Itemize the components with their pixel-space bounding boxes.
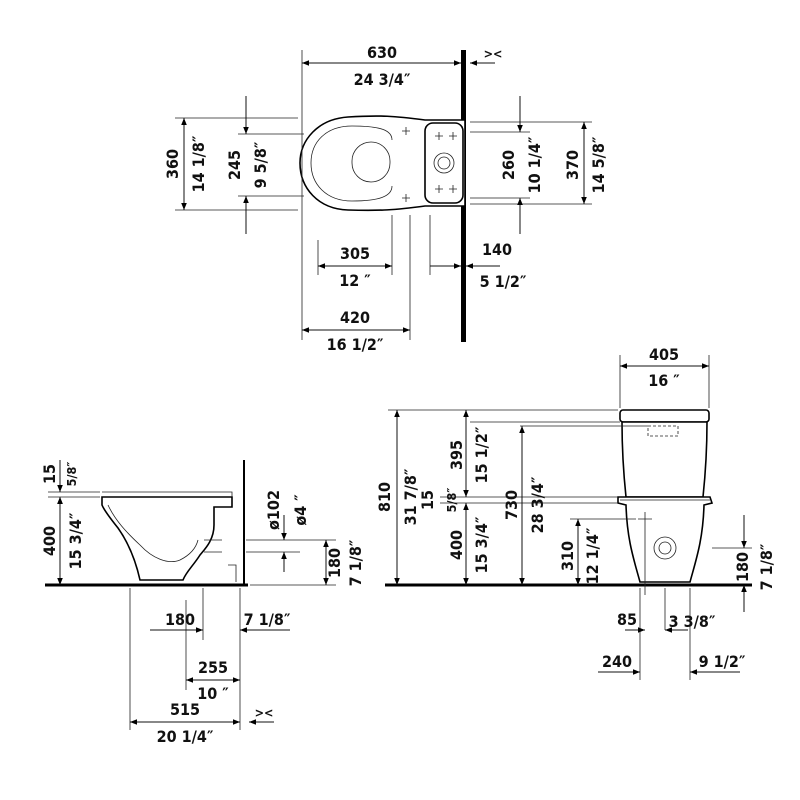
front-tank-height-mm: 395 <box>447 440 466 470</box>
side-bowl <box>101 496 233 581</box>
front-seat-height-mm: 400 <box>447 530 466 560</box>
front-outlet-inner <box>658 541 672 555</box>
top-view-fixing-marks <box>402 127 457 202</box>
front-rim-mm: 15 <box>418 490 437 510</box>
front-bowl <box>617 496 714 583</box>
side-outlet-height-mm: 180 <box>325 548 344 578</box>
side-rim-mm: 15 <box>40 464 59 484</box>
side-outlet-height-in: 7 1/8″ <box>346 539 365 586</box>
side-fix-wall-in: 10 ″ <box>197 684 229 703</box>
side-bowl-inner <box>107 504 199 562</box>
top-width-in: 24 3/4″ <box>354 70 411 89</box>
front-half-in: 3 3/8″ <box>669 612 716 631</box>
top-right-inner-mm: 260 <box>499 150 518 180</box>
top-center-mm: 305 <box>340 244 370 263</box>
front-outlet-height-in: 7 1/8″ <box>757 543 776 590</box>
side-height-mm: 400 <box>40 526 59 556</box>
side-extension-lines <box>48 491 336 730</box>
front-total-height-mm: 810 <box>375 482 394 512</box>
front-fix-height-in: 12 1/4″ <box>583 527 602 584</box>
top-fix-mm: 420 <box>340 308 370 327</box>
top-view: 630 24 3/4″ >< 360 14 1/8″ 245 9 5/8″ 26… <box>163 43 608 354</box>
top-gap-symbol: >< <box>484 46 503 61</box>
top-seat-in: 9 5/8″ <box>251 141 270 188</box>
front-outlet-height-mm: 180 <box>733 552 752 582</box>
front-extension-lines <box>388 355 752 680</box>
top-fix-in: 16 1/2″ <box>327 335 384 354</box>
top-view-bowl <box>299 115 466 212</box>
top-right-outer-mm: 370 <box>563 150 582 180</box>
top-seat-mm: 245 <box>225 150 244 180</box>
top-view-flush-button <box>433 152 455 174</box>
front-tank-height-in: 15 1/2″ <box>472 426 491 483</box>
front-seat-height-in: 15 3/4″ <box>472 516 491 573</box>
front-half-mm: 85 <box>617 610 637 629</box>
top-right-outer-in: 14 5/8″ <box>589 136 608 193</box>
side-fix-wall-mm: 255 <box>198 658 228 677</box>
side-view: 15 5/8″ 400 15 3/4″ ø102 ø4 ″ 180 7 1/8″… <box>40 460 365 746</box>
front-button-height-in: 28 3/4″ <box>528 476 547 533</box>
top-right-inner-in: 10 1/4″ <box>525 136 544 193</box>
side-fix-detail <box>228 564 237 582</box>
top-center-in: 12 ″ <box>339 271 371 290</box>
side-total-depth-in: 20 1/4″ <box>157 727 214 746</box>
side-height-in: 15 3/4″ <box>66 512 85 569</box>
front-tank-width-mm: 405 <box>649 345 679 364</box>
front-spacing-mm: 240 <box>602 652 632 671</box>
front-tank-lid <box>619 409 710 423</box>
front-tank <box>621 421 708 498</box>
side-outlet-wall-mm: 180 <box>165 610 195 629</box>
top-wall-gap-mm: 140 <box>482 240 512 259</box>
front-outlet <box>653 536 677 560</box>
front-view: 405 16 ″ 810 31 7/8″ 395 15 1/2″ 400 15 … <box>375 345 776 680</box>
top-view-seat-opening <box>351 141 391 183</box>
front-fix-height-mm: 310 <box>558 541 577 571</box>
side-outlet-diam-in: ø4 ″ <box>291 494 310 526</box>
front-tank-width-in: 16 ″ <box>648 371 680 390</box>
front-fix-mark <box>638 512 652 526</box>
side-outlet-diam-mm: ø102 <box>264 490 283 530</box>
top-wall-gap-in: 5 1/2″ <box>480 272 527 291</box>
top-depth-left-in: 14 1/8″ <box>189 135 208 192</box>
front-spacing-in: 9 1/2″ <box>699 652 746 671</box>
front-flush-button <box>647 425 679 437</box>
side-gap-symbol: >< <box>255 705 274 720</box>
front-button-height-mm: 730 <box>502 490 521 520</box>
top-view-seat <box>310 125 393 202</box>
top-depth-left-mm: 360 <box>163 149 182 179</box>
top-view-flush-button-inner <box>437 156 451 170</box>
side-total-depth-mm: 515 <box>170 700 200 719</box>
top-width-mm: 630 <box>367 43 397 62</box>
front-rim-in: 5/8″ <box>444 488 459 513</box>
side-seat <box>102 491 233 497</box>
top-view-tank <box>424 122 464 204</box>
side-outlet-pipe <box>204 539 222 553</box>
side-rim-in: 5/8″ <box>64 462 79 487</box>
front-total-height-in: 31 7/8″ <box>401 468 420 525</box>
side-outlet-wall-in: 7 1/8″ <box>244 610 291 629</box>
